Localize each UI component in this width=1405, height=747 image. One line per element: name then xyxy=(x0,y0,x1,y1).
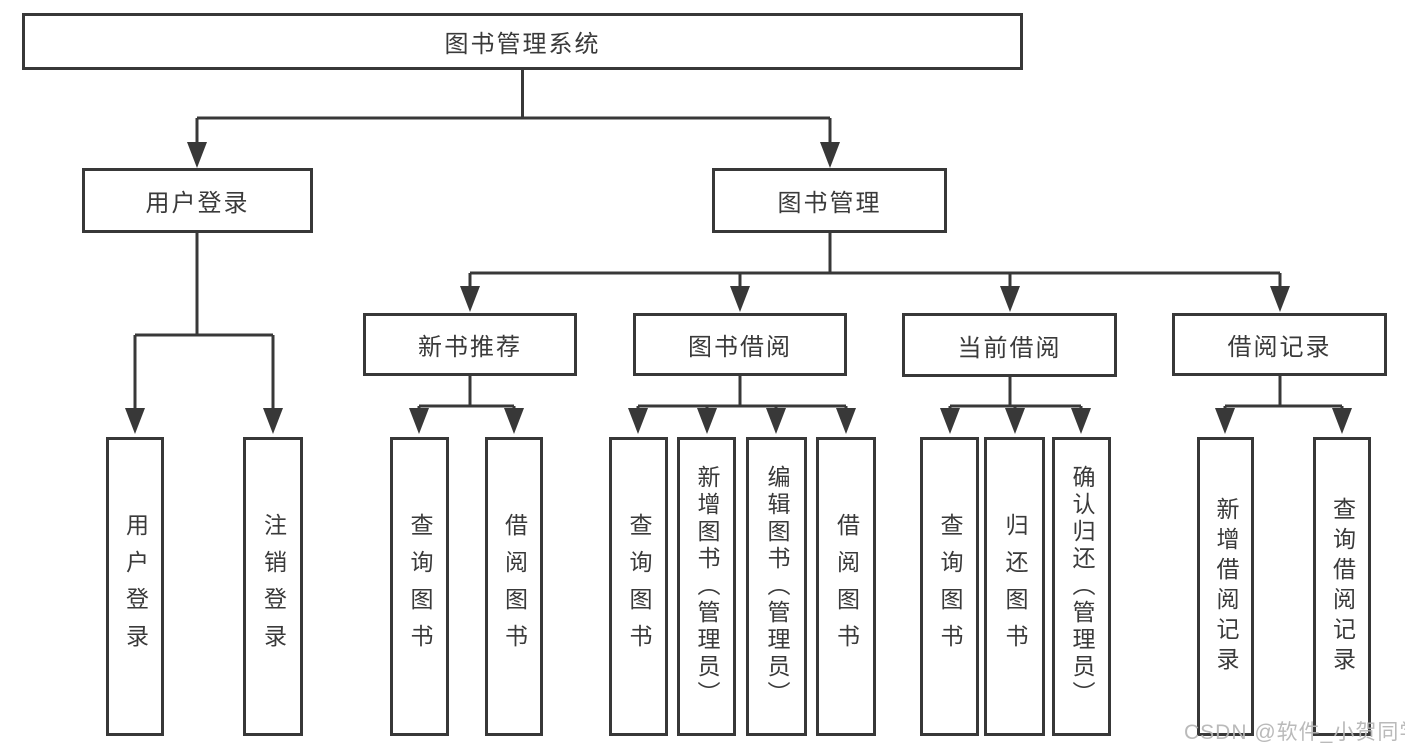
leaf-user-login: 用户登录 xyxy=(106,437,164,736)
connector-user-login-children xyxy=(125,233,283,434)
node-book-borrow-label: 图书借阅 xyxy=(688,334,792,361)
leaf-edit-book-admin-label: 编辑图书（管理员） xyxy=(764,465,790,708)
node-current-borrow-label: 当前借阅 xyxy=(957,334,1062,362)
leaf-borrow-books-recommend-label: 借阅图书 xyxy=(501,512,528,661)
leaf-return-book-label: 归还图书 xyxy=(1002,512,1028,661)
leaf-borrow-books-recommend: 借阅图书 xyxy=(485,437,543,736)
connector-book-borrow-children xyxy=(628,376,856,434)
connector-current-borrow-children xyxy=(940,376,1091,434)
leaf-user-login-label: 用户登录 xyxy=(122,512,149,661)
connector-borrow-record-children xyxy=(1215,376,1352,434)
leaf-confirm-return-admin-label: 确认归还（管理员） xyxy=(1069,465,1095,708)
leaf-edit-book-admin: 编辑图书（管理员） xyxy=(746,437,807,736)
leaf-query-books-current-label: 查询图书 xyxy=(937,512,963,661)
leaf-add-book-admin: 新增图书（管理员） xyxy=(677,437,736,736)
leaf-confirm-return-admin: 确认归还（管理员） xyxy=(1052,437,1111,736)
node-borrow-record: 借阅记录 xyxy=(1172,313,1387,376)
leaf-query-books-borrow-label: 查询图书 xyxy=(626,512,652,661)
node-book-borrow: 图书借阅 xyxy=(633,313,847,376)
leaf-logout-label: 注销登录 xyxy=(260,512,287,661)
leaf-add-borrow-record: 新增借阅记录 xyxy=(1197,437,1254,736)
node-new-book-recommend-label: 新书推荐 xyxy=(418,334,522,361)
connector-new-book-children xyxy=(409,376,524,434)
leaf-return-book: 归还图书 xyxy=(984,437,1045,736)
node-current-borrow: 当前借阅 xyxy=(902,313,1117,377)
node-new-book-recommend: 新书推荐 xyxy=(363,313,577,376)
node-book-management-label: 图书管理 xyxy=(777,190,882,217)
leaf-add-borrow-record-label: 新增借阅记录 xyxy=(1213,496,1239,677)
node-user-login-label: 用户登录 xyxy=(145,190,250,217)
node-library-system: 图书管理系统 xyxy=(22,13,1023,70)
node-user-login: 用户登录 xyxy=(82,168,313,233)
leaf-add-book-admin-label: 新增图书（管理员） xyxy=(694,465,720,708)
leaf-query-borrow-record-label: 查询借阅记录 xyxy=(1329,496,1356,677)
leaf-query-books-current: 查询图书 xyxy=(920,437,979,736)
connector-root-to-level1 xyxy=(187,70,840,168)
node-book-management: 图书管理 xyxy=(712,168,947,233)
node-borrow-record-label: 借阅记录 xyxy=(1227,334,1332,361)
leaf-query-books-borrow: 查询图书 xyxy=(609,437,668,736)
watermark: CSDN @软件_小贺同学 xyxy=(1184,721,1405,744)
leaf-query-borrow-record: 查询借阅记录 xyxy=(1313,437,1371,736)
connector-book-management-children xyxy=(460,233,1290,312)
leaf-query-books-recommend-label: 查询图书 xyxy=(407,512,433,661)
leaf-borrow-books: 借阅图书 xyxy=(816,437,876,736)
node-library-system-label: 图书管理系统 xyxy=(444,31,601,58)
leaf-logout: 注销登录 xyxy=(243,437,303,736)
leaf-borrow-books-label: 借阅图书 xyxy=(833,512,860,661)
leaf-query-books-recommend: 查询图书 xyxy=(390,437,449,736)
